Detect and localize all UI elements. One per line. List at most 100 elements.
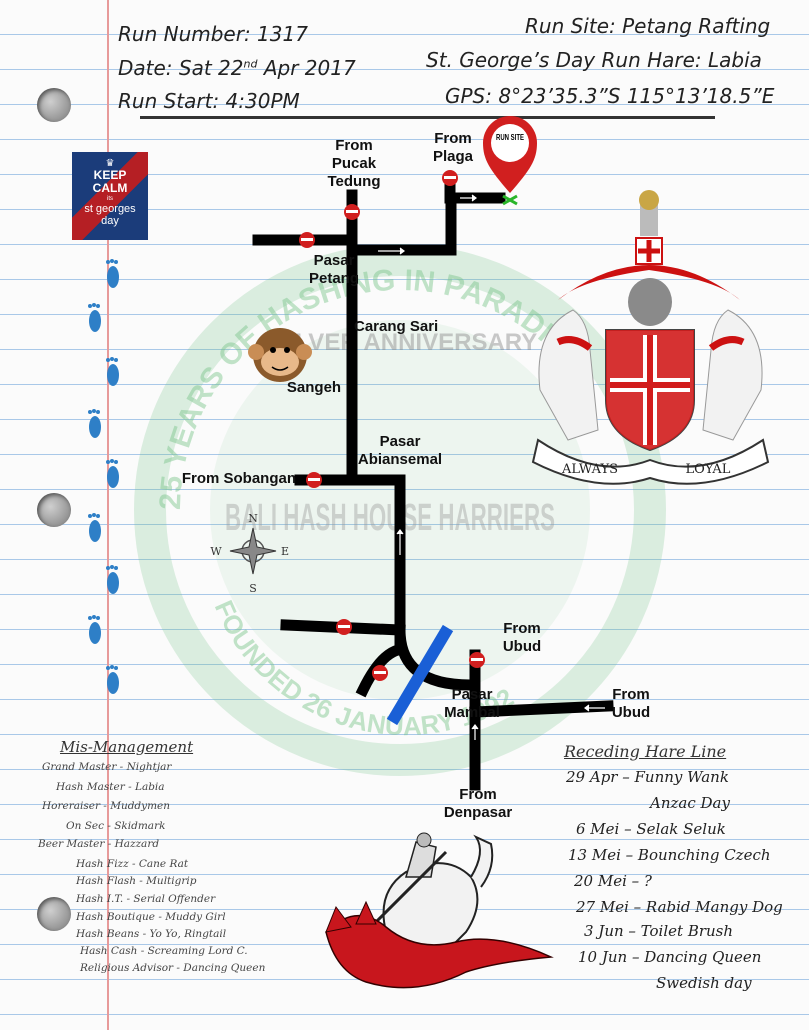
bali-hash-watermark: 25 YEARS OF HASHING IN PARADISE FOUNDED … [134, 244, 666, 776]
footprint-icon [88, 513, 101, 542]
footprint-icon [106, 665, 119, 694]
mismanagement-item: Grand Master - Nightjar [42, 761, 172, 773]
mismanagement-item: On Sec - Skidmark [66, 820, 166, 832]
road-southwest [355, 643, 405, 698]
label-from-ubud-east: From Ubud [611, 686, 651, 721]
label-carang-sari: Carang Sari [354, 318, 439, 335]
hare-line-item: 10 Jun – Dancing Queen [578, 948, 762, 966]
mismanagement-item: Horeraiser - Muddymen [42, 800, 171, 812]
direction-arrows [378, 194, 605, 740]
compass-w: W [210, 545, 222, 558]
run-site-pin-icon: RUN SITE [483, 116, 537, 206]
run-date: Date: Sat 22nd Apr 2017 [118, 56, 356, 80]
watermark-silver: SILVER ANNIVERSARY [273, 329, 537, 356]
keep-calm-line1: KEEP [93, 168, 127, 182]
arrow-icon [378, 247, 405, 255]
run-name-hare: St. George’s Day Run Hare: Labia [426, 48, 762, 72]
date-suffix: Apr 2017 [257, 56, 356, 80]
compass-s: S [249, 582, 257, 595]
header-rule [140, 116, 715, 119]
knight-icon [405, 841, 437, 878]
keep-calm-poster: ♛ KEEP CALM its st georges day [72, 152, 148, 240]
label-from-denpasar: From Denpasar [443, 786, 513, 821]
mismanagement-item: Hash Beans - Yo Yo, Ringtail [76, 928, 227, 940]
left-supporter-icon [538, 309, 599, 441]
run-site-badge-text: RUN SITE [496, 133, 524, 142]
footprint-icon [106, 357, 119, 386]
mismanagement-title: Mis-Management [60, 738, 194, 756]
hare-line-item: 27 Mei – Rabid Mangy Dog [576, 898, 783, 916]
motto-scroll [531, 438, 770, 485]
arrow-icon [396, 529, 404, 555]
gps-coordinates: GPS: 8°23’35.3”S 115°13’18.5”E [445, 84, 775, 108]
run-site: Run Site: Petang Rafting [525, 14, 771, 38]
compass-n: N [248, 512, 258, 525]
date-prefix: Date: Sat 22 [118, 56, 244, 80]
arrow-icon [584, 704, 605, 712]
no-entry-icon [336, 619, 352, 635]
footprint-icon [106, 565, 119, 594]
hare-line-item: Swedish day [656, 974, 752, 992]
monkey-icon [248, 328, 312, 382]
run-number: Run Number: 1317 [118, 22, 308, 46]
no-entry-icon [372, 665, 388, 681]
label-pasar-mambal: Pasar Mambal [444, 686, 500, 721]
footprint-icon [88, 303, 101, 332]
no-entry-icon [442, 170, 458, 186]
no-entry-icon [344, 204, 360, 220]
road-abiansemal [294, 474, 406, 646]
label-from-plaga: From Plaga [432, 130, 474, 165]
mismanagement-item: Hash I.T. - Serial Offender [76, 893, 216, 905]
st-george-dragon-illustration [325, 832, 554, 989]
mismanagement-item: Hash Cash - Screaming Lord C. [80, 945, 248, 957]
mismanagement-item: Hash Flash - Multigrip [76, 875, 197, 887]
arrow-icon [471, 724, 479, 740]
dragon-icon [325, 914, 554, 989]
binder-hole [37, 897, 71, 931]
no-entry-icon [469, 652, 485, 668]
motto-left: ALWAYS [561, 462, 618, 477]
margin-line [107, 0, 109, 1030]
label-from-pucak-tedung: From Pucak Tedung [327, 137, 381, 190]
mantling-icon [558, 265, 740, 300]
footprint-icon [88, 409, 101, 438]
hare-line-item: 3 Jun – Toilet Brush [584, 922, 734, 940]
watermark-club: BALI HASH HOUSE HARRIERS [225, 497, 555, 539]
footprint-icon [88, 615, 101, 644]
x-marker-icon [502, 194, 518, 206]
hare-line-item: 29 Apr – Funny Wank [566, 768, 729, 786]
hare-line-item: 20 Mei – ? [574, 872, 652, 890]
river [386, 624, 454, 726]
no-entry-icon [299, 232, 315, 248]
keep-calm-line4: st georges [84, 203, 136, 215]
label-pasar-petang: Pasar Petang [308, 252, 359, 287]
keep-calm-line2: CALM [92, 181, 128, 195]
no-entry-icon [306, 472, 322, 488]
coat-of-arms: ALWAYS LOYAL [531, 190, 770, 485]
helmet-icon [628, 278, 672, 326]
right-supporter-icon [702, 309, 763, 441]
footprint-icon [106, 459, 119, 488]
label-from-sobangan: From Sobangan [181, 470, 296, 487]
label-from-ubud-north: From Ubud [502, 620, 542, 655]
hare-line-item: Anzac Day [650, 794, 730, 812]
binder-hole [37, 88, 71, 122]
run-start: Run Start: 4:30PM [118, 89, 300, 113]
mismanagement-item: Hash Boutique - Muddy Girl [76, 911, 226, 923]
mismanagement-item: Hash Master - Labia [56, 781, 165, 793]
compass-e: E [281, 545, 289, 558]
keep-calm-line3: its [107, 196, 113, 202]
mismanagement-item: Beer Master - Hazzard [38, 838, 160, 850]
mismanagement-item: Religious Advisor - Dancing Queen [80, 962, 266, 974]
road-to-run-site [346, 192, 506, 256]
label-sangeh: Sangeh [286, 379, 342, 396]
keep-calm-line5: day [101, 215, 119, 227]
crown-icon: ♛ [105, 158, 115, 169]
arrow-icon [460, 194, 477, 202]
mismanagement-item: Hash Fizz - Cane Rat [76, 858, 189, 870]
horse-icon [382, 862, 479, 948]
binder-hole [37, 493, 71, 527]
motto-right: LOYAL [686, 462, 731, 477]
